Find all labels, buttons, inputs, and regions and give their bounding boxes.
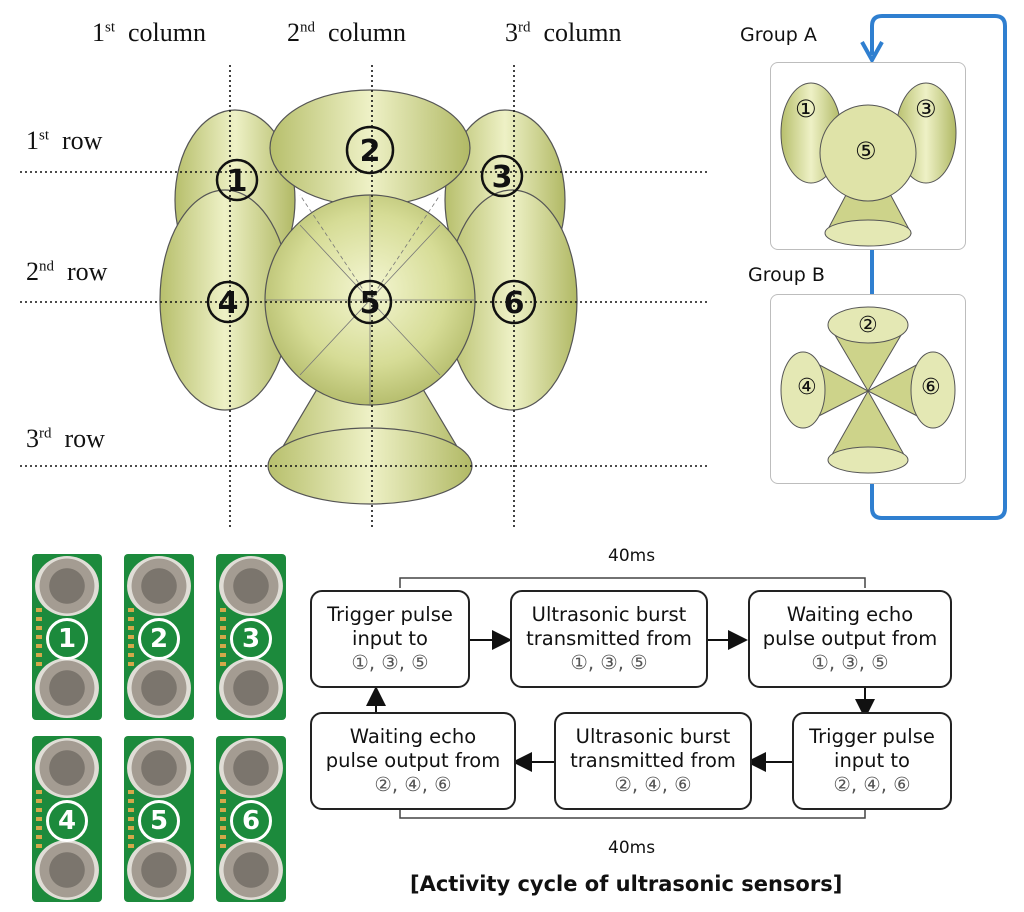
column-2-number: 2	[287, 18, 300, 47]
sensor-board-1: 1	[32, 554, 102, 720]
sensor-number-6: 6	[504, 286, 525, 321]
cycle-caption: [Activity cycle of ultrasonic sensors]	[410, 872, 843, 896]
box-burst-b: Ultrasonic burst transmitted from ②, ④, …	[554, 712, 752, 810]
group-a-sensor-5: ⑤	[855, 137, 877, 165]
column-1-ordinal: st	[105, 19, 116, 36]
board-number-1: 1	[46, 618, 88, 660]
box-burst-b-ids: ②, ④, ⑥	[614, 773, 692, 796]
timing-top: 40ms	[608, 546, 656, 566]
box-burst-a: Ultrasonic burst transmitted from ①, ③, …	[510, 590, 708, 688]
box-trigger-b-line2: input to	[834, 749, 910, 772]
column-3-number: 3	[505, 18, 518, 47]
box-burst-a-line2: transmitted from	[526, 627, 692, 650]
group-b-label: Group B	[748, 264, 825, 286]
box-wait-a-line2: pulse output from	[762, 627, 938, 650]
row-3-ordinal: rd	[39, 425, 52, 442]
row-2-word: row	[67, 257, 108, 286]
group-a-label: Group A	[740, 24, 817, 46]
column-2-word: column	[328, 18, 406, 47]
group-a-panel: ① ③ ⑤	[770, 62, 966, 250]
box-wait-b-ids: ②, ④, ⑥	[374, 773, 452, 796]
sensor-board-5: 5	[124, 736, 194, 902]
box-trigger-a-ids: ①, ③, ⑤	[351, 651, 429, 674]
sensor-board-3: 3	[216, 554, 286, 720]
box-wait-a-ids: ①, ③, ⑤	[811, 651, 889, 674]
row-2-number: 2	[26, 257, 39, 286]
board-number-4: 4	[46, 800, 88, 842]
row-3-number: 3	[26, 424, 39, 453]
column-label-3: 3rd column	[505, 18, 622, 48]
sphere-facets	[265, 194, 475, 405]
timing-bottom: 40ms	[608, 838, 656, 858]
board-number-5: 5	[138, 800, 180, 842]
column-2-ordinal: nd	[300, 19, 315, 36]
row-3-word: row	[64, 424, 105, 453]
column-3-word: column	[543, 18, 622, 47]
board-number-2: 2	[138, 618, 180, 660]
group-a-sensor-3: ③	[915, 95, 937, 123]
box-burst-a-ids: ①, ③, ⑤	[570, 651, 648, 674]
sensor-number-1: 1	[227, 164, 248, 199]
row-label-3: 3rd row	[26, 424, 105, 454]
box-wait-b: Waiting echo pulse output from ②, ④, ⑥	[310, 712, 516, 810]
box-wait-b-line2: pulse output from	[325, 749, 501, 772]
column-1-number: 1	[92, 18, 105, 47]
group-a-cones	[780, 82, 957, 247]
sensor-number-5: 5	[360, 286, 381, 321]
cycle-connectors	[366, 577, 875, 819]
board-number-3: 3	[230, 618, 272, 660]
row-2-ordinal: nd	[39, 258, 54, 275]
box-trigger-a-line2: input to	[352, 627, 428, 650]
group-b-sensor-4: ④	[797, 375, 817, 400]
box-burst-a-line1: Ultrasonic burst	[531, 603, 687, 626]
sensor-board-2: 2	[124, 554, 194, 720]
sensor-number-4: 4	[218, 286, 239, 321]
box-trigger-b-line1: Trigger pulse	[809, 725, 935, 748]
row-label-1: 1st row	[26, 126, 102, 156]
box-burst-b-line1: Ultrasonic burst	[575, 725, 731, 748]
column-1-word: column	[128, 18, 207, 47]
box-wait-b-line1: Waiting echo	[349, 725, 477, 748]
board-number-6: 6	[230, 800, 272, 842]
row-1-word: row	[62, 126, 103, 155]
column-label-2: 2nd column	[287, 18, 406, 48]
group-a-sensor-1: ①	[795, 95, 817, 123]
sensor-board-6: 6	[216, 736, 286, 902]
sensor-array-diagram: 1 2 3 4 5 6	[20, 65, 710, 530]
box-trigger-a-line1: Trigger pulse	[327, 603, 453, 626]
sensor-board-4: 4	[32, 736, 102, 902]
row-1-ordinal: st	[39, 127, 50, 144]
group-b-cones	[780, 306, 956, 474]
box-trigger-b: Trigger pulse input to ②, ④, ⑥	[792, 712, 952, 810]
group-loop-arrow	[860, 14, 1007, 520]
sensor-number-2: 2	[360, 134, 381, 169]
box-trigger-b-ids: ②, ④, ⑥	[833, 773, 911, 796]
box-wait-a-line1: Waiting echo	[786, 603, 914, 626]
box-wait-a: Waiting echo pulse output from ①, ③, ⑤	[748, 590, 952, 688]
box-burst-b-line2: transmitted from	[570, 749, 736, 772]
column-label-1: 1st column	[92, 18, 206, 48]
row-label-2: 2nd row	[26, 257, 107, 287]
sensor-number-markers	[206, 125, 537, 325]
group-b-panel: ② ④ ⑥	[770, 294, 966, 484]
sensor-number-3: 3	[492, 160, 513, 195]
group-b-sensor-2: ②	[858, 313, 878, 338]
box-trigger-a: Trigger pulse input to ①, ③, ⑤	[310, 590, 470, 688]
column-3-ordinal: rd	[518, 19, 531, 36]
row-1-number: 1	[26, 126, 39, 155]
group-b-sensor-6: ⑥	[921, 375, 941, 400]
